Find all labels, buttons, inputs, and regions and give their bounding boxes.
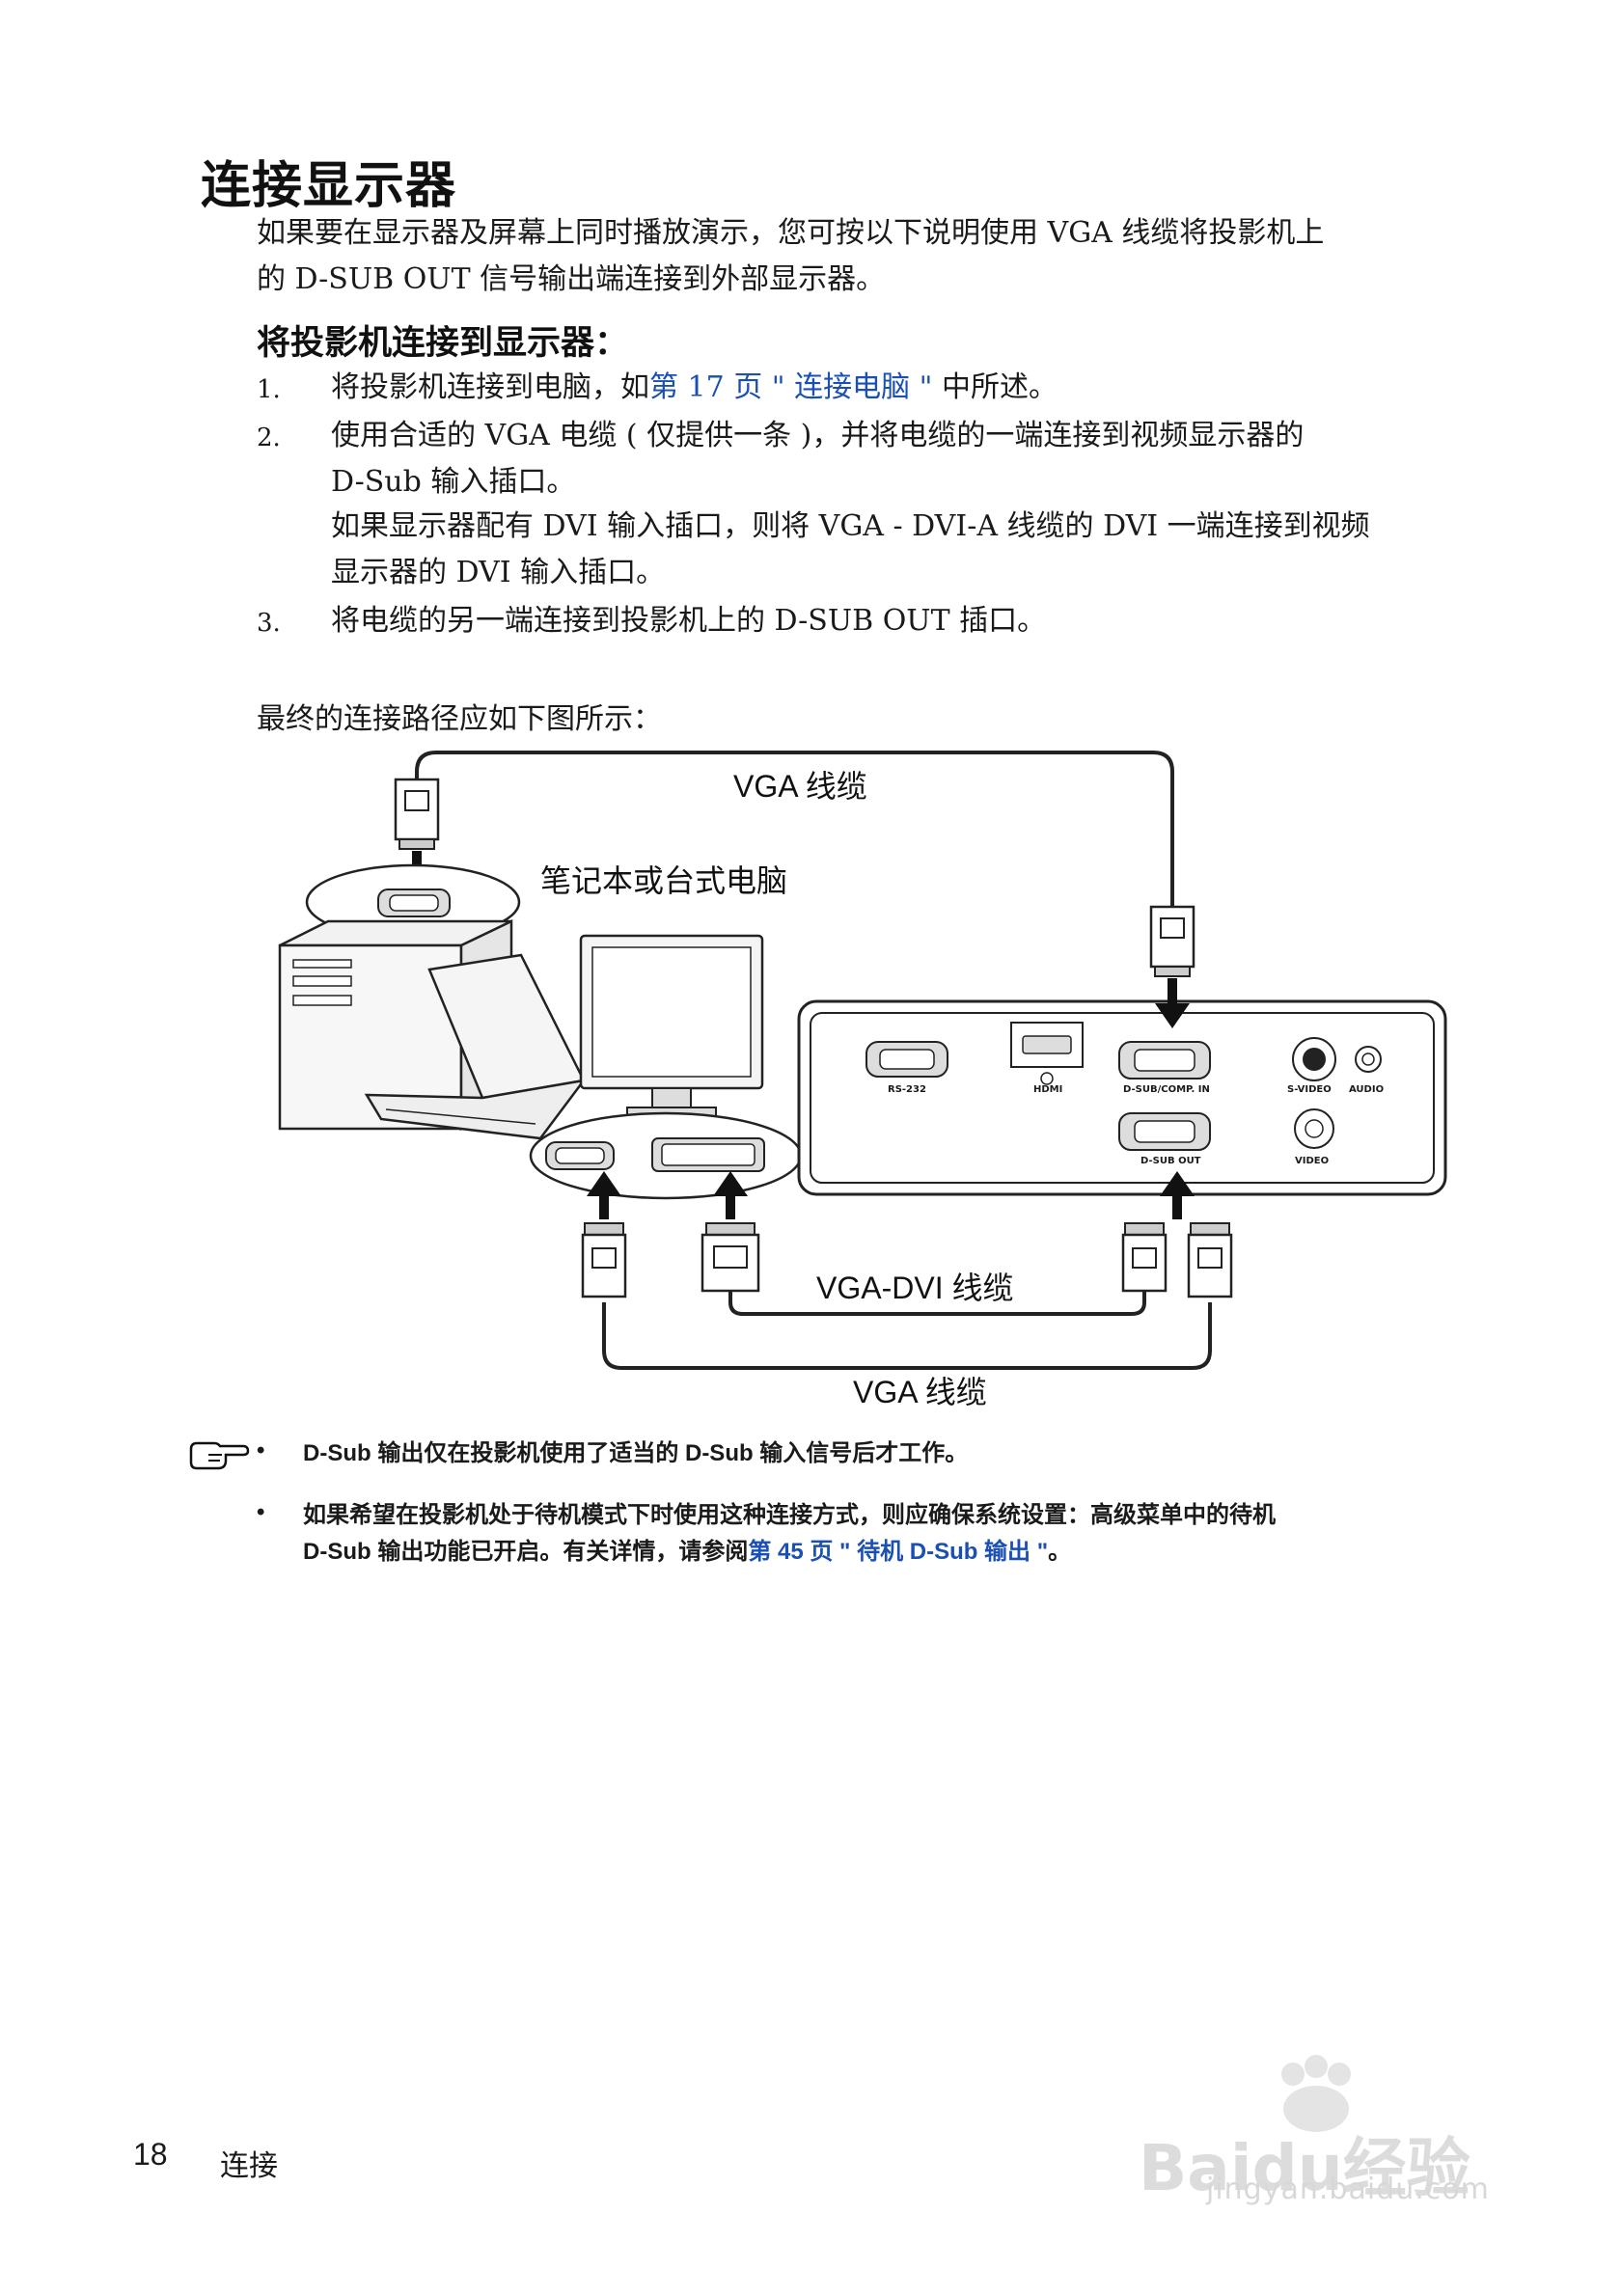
baidu-paw-logo-icon xyxy=(1281,2055,1351,2132)
port-label-video: VIDEO xyxy=(1295,1156,1330,1166)
dvi-plug-monitor xyxy=(701,1222,760,1293)
note-1-text: D-Sub 输出仅在投影机使用了适当的 D-Sub 输入信号后才工作。 xyxy=(303,1440,969,1466)
port-label-dsub-out: D-SUB OUT xyxy=(1140,1156,1201,1166)
computer-label: 笔记本或台式电脑 xyxy=(540,863,788,898)
watermark-logo-bai: Bai xyxy=(1139,2131,1252,2205)
port-label-hdmi: HDMI xyxy=(1033,1084,1063,1095)
port-label-rs232: RS-232 xyxy=(888,1084,926,1095)
page-number: 18 xyxy=(133,2137,168,2172)
note-2-pre: D-Sub 输出功能已开启。有关详情，请参阅 xyxy=(303,1539,749,1565)
watermark-url: jingyan.baidu.com xyxy=(1206,2173,1490,2206)
note-2-link[interactable]: 第 45 页 " 待机 D-Sub 输出 " xyxy=(748,1539,1049,1565)
vga-plug-top-left xyxy=(394,778,440,850)
vga-cable-top-line xyxy=(415,751,1174,907)
port-label-dsub-comp-in: D-SUB/COMP. IN xyxy=(1123,1084,1210,1095)
monitor-ports-bubble xyxy=(529,1111,803,1200)
vga-cable-bottom-line xyxy=(602,1302,1212,1370)
step-2-line-1: 使用合适的 VGA 电缆 ( 仅提供一条 )，并将电缆的一端连接到视频显示器的 xyxy=(331,419,1305,452)
vga-plug-projector-out-vga xyxy=(1187,1222,1233,1298)
vga-dvi-cable-label: VGA-DVI 线缆 xyxy=(816,1271,1014,1305)
step-3-text: 将电缆的另一端连接到投影机上的 D-SUB OUT 插口。 xyxy=(331,604,1047,638)
vga-dvi-cable-line xyxy=(728,1288,1146,1316)
footer-section: 连接 xyxy=(220,2149,278,2183)
note-2-line-2: D-Sub 输出功能已开启。有关详情，请参阅第 45 页 " 待机 D-Sub … xyxy=(303,1534,1519,1571)
monitor xyxy=(579,934,764,1118)
step-3-number: 3. xyxy=(257,609,281,638)
projector-rear-panel xyxy=(797,999,1447,1196)
port-label-audio: AUDIO xyxy=(1349,1084,1385,1095)
step-1-post: 中所述。 xyxy=(932,370,1058,404)
step-2-extra-1: 如果显示器配有 DVI 输入插口，则将 VGA - DVI-A 线缆的 DVI … xyxy=(331,509,1370,543)
note-1-bullet: • xyxy=(257,1437,265,1463)
step-1-text: 将投影机连接到电脑，如第 17 页 " 连接电脑 " 中所述。 xyxy=(331,365,1489,411)
note-2-bullet: • xyxy=(257,1499,265,1525)
watermark-brand: 经验 xyxy=(1342,2131,1470,2205)
arrow-head-monitor-dvi xyxy=(713,1171,748,1196)
page-title: 连接显示器 xyxy=(201,157,457,215)
intro-line-2: 的 D-SUB OUT 信号输出端连接到外部显示器。 xyxy=(257,262,886,296)
section-subtitle: 将投影机连接到显示器： xyxy=(257,324,629,363)
arrow-head-projector xyxy=(1155,1003,1190,1028)
arrow-head-monitor-vga xyxy=(587,1171,621,1196)
vga-plug-projector-out-dvi xyxy=(1121,1222,1168,1293)
arrow-head-projector-out xyxy=(1160,1171,1195,1196)
note-2-post: 。 xyxy=(1048,1539,1072,1565)
port-label-svideo: S-VIDEO xyxy=(1287,1084,1332,1095)
path-caption: 最终的连接路径应如下图所示： xyxy=(257,702,662,736)
vga-plug-monitor xyxy=(581,1222,627,1298)
step-2-number: 2. xyxy=(257,424,281,452)
vga-cable-bottom-label: VGA 线缆 xyxy=(853,1375,987,1409)
pointing-hand-icon xyxy=(189,1441,250,1470)
laptop xyxy=(364,953,587,1140)
watermark-logo-du: du xyxy=(1251,2131,1343,2205)
connection-diagram xyxy=(278,751,1447,1370)
step-1-number: 1. xyxy=(257,375,281,404)
vga-plug-projector-in xyxy=(1149,905,1195,977)
note-2-line-1: 如果希望在投影机处于待机模式下时使用这种连接方式，则应确保系统设置：高级菜单中的… xyxy=(303,1502,1276,1528)
intro-line-1: 如果要在显示器及屏幕上同时播放演示，您可按以下说明使用 VGA 线缆将投影机上 xyxy=(257,216,1325,250)
step-2-line-2: D-Sub 输入插口。 xyxy=(331,465,576,499)
step-1-pre: 将投影机连接到电脑，如 xyxy=(331,370,649,404)
step-2-extra-2: 显示器的 DVI 输入插口。 xyxy=(331,556,666,589)
step-1-link[interactable]: 第 17 页 " 连接电脑 " xyxy=(649,370,933,404)
vga-cable-top-label: VGA 线缆 xyxy=(733,769,867,804)
